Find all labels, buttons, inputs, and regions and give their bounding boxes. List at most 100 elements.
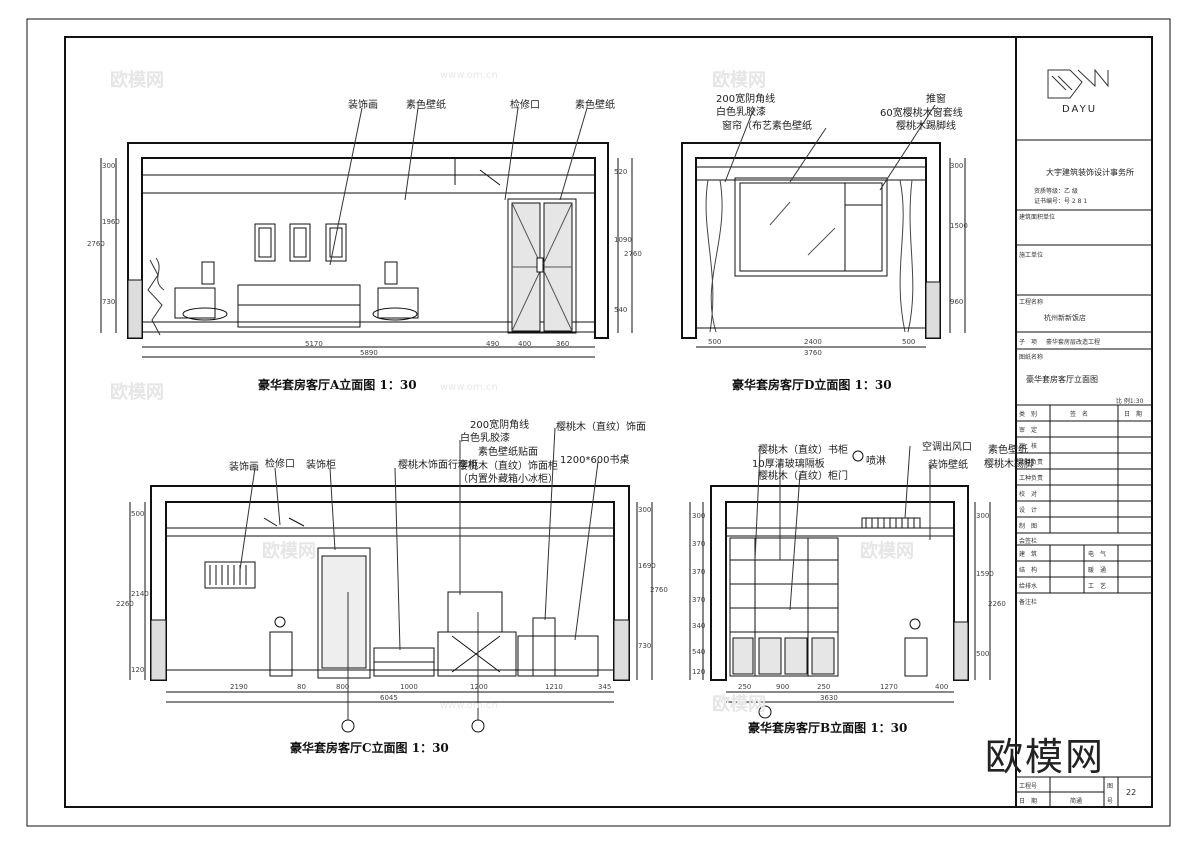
coop-cell: 结 构 xyxy=(1019,567,1038,574)
dim-d-right: 1500 xyxy=(950,222,968,230)
dim-b-right: 500 xyxy=(976,650,990,658)
sign-header: 类 别 xyxy=(1019,411,1038,418)
watermark-logo: 欧模网 xyxy=(110,382,164,403)
label-b-5: 素色壁纸 xyxy=(988,445,1028,456)
sign-header: 签 名 xyxy=(1070,411,1089,418)
view-title-d: 豪华套房客厅D立面图 1：30 xyxy=(732,378,892,392)
dim-b-left: 120 xyxy=(692,668,706,676)
dim-b: 250 xyxy=(738,683,752,691)
logo-text: DAYU xyxy=(1062,104,1098,115)
dim-a-right: 520 xyxy=(614,168,628,176)
label-b-7: 装饰壁纸 xyxy=(928,460,968,471)
label-c-2: 检修口 xyxy=(265,459,295,470)
dim-c: 800 xyxy=(336,683,350,691)
drawing-name: 豪华套房客厅立面图 xyxy=(1026,375,1098,384)
dim-b-left: 540 xyxy=(692,648,706,656)
view-title-a: 豪华套房客厅A立面图 1：30 xyxy=(258,378,417,392)
dim-a-total: 5890 xyxy=(360,349,378,357)
dim-c: 80 xyxy=(297,683,306,691)
dim-b-left: 370 xyxy=(692,568,706,576)
watermark-logo: 欧模网 xyxy=(860,541,914,562)
label-c-3: 装饰柜 xyxy=(306,460,336,471)
no-label: 号 xyxy=(1107,798,1114,805)
dim-b-right: 1590 xyxy=(976,570,994,578)
elevation-d xyxy=(681,104,966,348)
sign-row: 审 定 xyxy=(1019,427,1038,434)
dim-d-total: 3760 xyxy=(804,349,822,357)
sub-value: 豪华套房层改造工程 xyxy=(1046,339,1101,346)
label-d-2: 白色乳胶漆 xyxy=(716,107,766,118)
remark-label: 备注栏 xyxy=(1019,599,1038,606)
label-b-6: 樱桃木踢脚 xyxy=(984,459,1034,470)
sign-row: 设 计 xyxy=(1019,507,1038,514)
dim-c-right: 730 xyxy=(638,642,652,650)
elevation-b xyxy=(689,445,991,719)
label-c-10: 樱桃木（直纹）饰面 xyxy=(556,422,646,433)
label-c-11: 1200*600书桌 xyxy=(560,455,630,466)
coop-cell: 暖 通 xyxy=(1088,567,1107,574)
dim-c-total: 6045 xyxy=(380,694,398,702)
dim-c-left: 500 xyxy=(131,510,145,518)
sign-row: 项目负责 xyxy=(1019,459,1044,466)
dim-d: 500 xyxy=(708,338,722,346)
dim-b-left: 370 xyxy=(692,540,706,548)
sheet-label: 图 xyxy=(1107,783,1114,790)
dim-a-left: 300 xyxy=(102,162,116,170)
dim-b-right: 2260 xyxy=(988,600,1006,608)
dim-b-total: 3630 xyxy=(820,694,838,702)
job-no-label: 工程号 xyxy=(1019,783,1038,790)
dim-b-left: 300 xyxy=(692,512,706,520)
sign-row: 校 对 xyxy=(1019,491,1038,498)
label-b-3: 樱桃木（直纹）柜门 xyxy=(758,471,848,482)
dim-c-left: 2140 xyxy=(131,590,149,598)
dim-b: 1270 xyxy=(880,683,898,691)
label-d-3: 窗帘（布艺素色壁纸 xyxy=(722,121,812,132)
dim-d-right: 960 xyxy=(950,298,964,306)
dim-c: 2190 xyxy=(230,683,248,691)
dim-b-left: 340 xyxy=(692,622,706,630)
label-d-1: 200宽阴角线 xyxy=(716,94,776,105)
dim-c: 1200 xyxy=(470,683,488,691)
unit-label: 施工单位 xyxy=(1019,252,1044,259)
dim-a: 360 xyxy=(556,340,570,348)
dim-c: 345 xyxy=(598,683,612,691)
dim-d-right: 300 xyxy=(950,162,964,170)
drawing-label: 图纸名称 xyxy=(1019,354,1044,361)
coop-cell: 电 气 xyxy=(1088,551,1107,558)
sub-label: 子 项 xyxy=(1019,339,1038,346)
sign-header: 日 期 xyxy=(1124,411,1143,418)
dim-a: 5170 xyxy=(305,340,323,348)
label-c-6: 白色乳胶漆 xyxy=(460,433,510,444)
dim-d: 500 xyxy=(902,338,916,346)
label-a-4: 素色壁纸 xyxy=(575,100,615,111)
dim-b: 250 xyxy=(817,683,831,691)
label-c-8: 樱桃木（直纹）饰面柜 xyxy=(458,461,558,472)
dim-a-left: 730 xyxy=(102,298,116,306)
label-d-6: 樱桃木踢脚线 xyxy=(896,121,956,132)
coop-label: 会签栏 xyxy=(1019,538,1038,545)
label-c-5: 200宽阴角线 xyxy=(470,420,530,431)
client-label: 建筑面积单位 xyxy=(1019,214,1056,221)
label-d-5: 60宽樱桃木窗套线 xyxy=(880,108,963,119)
dim-c-right: 2760 xyxy=(650,586,668,594)
dim-a: 400 xyxy=(518,340,532,348)
label-c-7: 素色壁纸贴面 xyxy=(478,447,538,458)
dim-a-left: 1960 xyxy=(102,218,120,226)
date-label: 日 期 xyxy=(1019,798,1038,805)
titleblock-lines xyxy=(1016,68,1152,807)
coop-cell: 建 筑 xyxy=(1019,551,1038,558)
sign-row: 审 核 xyxy=(1019,443,1038,450)
watermark-logo: 欧模网 xyxy=(712,694,766,715)
sheet-number: 22 xyxy=(1126,788,1137,797)
dim-c-left: 2260 xyxy=(116,600,134,608)
label-b-8: 喷淋 xyxy=(866,456,886,467)
dim-a-right: 1090 xyxy=(614,236,632,244)
view-title-b: 豪华套房客厅B立面图 1：30 xyxy=(748,721,908,735)
label-c-9: （内置外藏箱小冰柜） xyxy=(458,474,558,485)
watermark-logo: 欧模网 xyxy=(262,541,316,562)
sign-row: 工种负责 xyxy=(1019,475,1044,482)
dim-a-right-total: 2760 xyxy=(624,250,642,258)
dim-c: 1000 xyxy=(400,683,418,691)
label-c-4: 樱桃木饰面行李柜 xyxy=(398,460,478,471)
elevation-a xyxy=(100,107,633,358)
